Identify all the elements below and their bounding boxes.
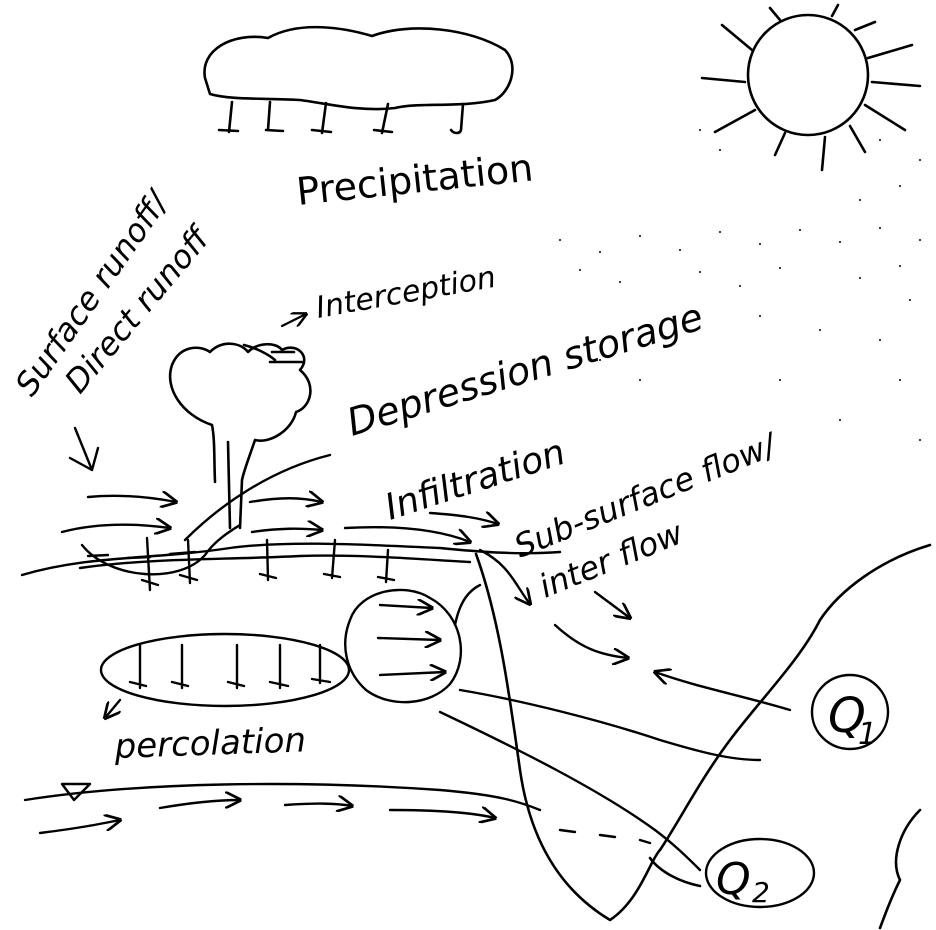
depression-storage-label: Depression storage — [342, 294, 708, 444]
tree — [170, 344, 310, 528]
percolation-zone — [101, 634, 349, 718]
groundwater — [25, 690, 760, 870]
infiltration-label: Infiltration — [380, 432, 570, 529]
subsurface-arrows — [555, 592, 790, 710]
q2-subscript: 2 — [752, 876, 770, 909]
discharge-q2: Q 2 — [706, 839, 814, 909]
sun — [702, 5, 920, 170]
q2-label: Q — [716, 854, 751, 905]
cloud — [204, 27, 512, 109]
interflow-zone — [345, 585, 480, 702]
q1-subscript: 1 — [858, 717, 877, 752]
infiltration-arrows — [142, 538, 394, 590]
precipitation-label: Precipitation — [294, 145, 535, 214]
percolation-label: percolation — [113, 720, 307, 767]
discharge-q1: Q 1 — [812, 675, 888, 752]
interception-label: Interception — [313, 260, 498, 326]
sky-stipple — [559, 129, 921, 441]
runoff-arrows — [62, 428, 530, 604]
interception-arrow — [282, 314, 306, 326]
